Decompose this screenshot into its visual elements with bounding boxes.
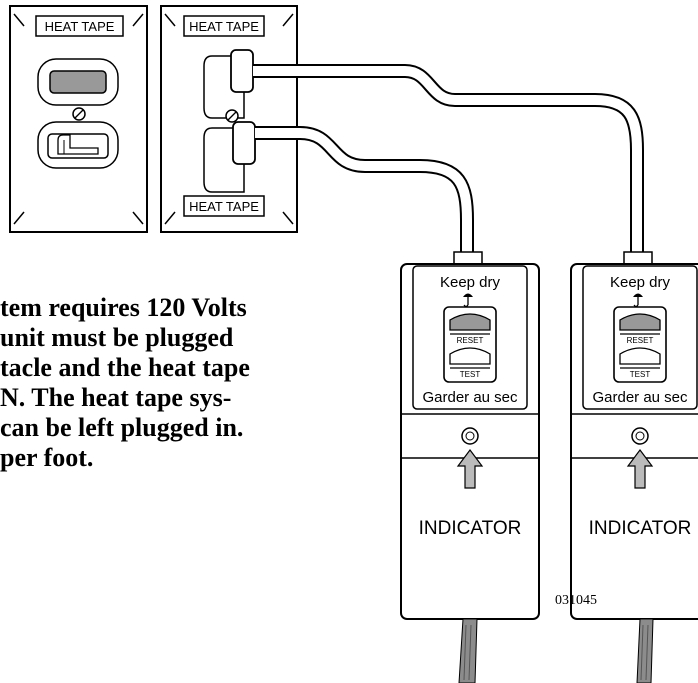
left-heat-tape-unit: Keep dry RESET TEST Garder au sec INDICA… — [400, 251, 540, 683]
instruction-text: tem requires 120 Volts unit must be plug… — [0, 293, 352, 473]
right-heat-tape-unit: Keep dry RESET TEST Garder au sec INDICA… — [570, 251, 698, 683]
lower-plug — [232, 121, 256, 165]
instruction-line: unit must be plugged — [0, 323, 234, 352]
instruction-line: N. The heat tape sys- — [0, 383, 232, 412]
keep-dry-label-left: Keep dry — [440, 274, 501, 291]
instruction-line: tem requires 120 Volts — [0, 293, 247, 322]
heat-tape-tag-right-bottom — [183, 195, 265, 217]
heat-tape-tag-right-top — [183, 15, 265, 37]
up-arrow-icon — [626, 449, 654, 489]
upper-plug — [230, 49, 254, 93]
power-cords — [253, 64, 644, 253]
heat-tape-label-right-bottom: HEAT TAPE — [189, 199, 259, 214]
reset-label-left: RESET — [457, 336, 484, 345]
indicator-label-right: INDICATOR — [589, 518, 692, 539]
instruction-line: tacle and the heat tape — [0, 353, 250, 382]
heat-tape-label-left: HEAT TAPE — [45, 19, 115, 34]
figure-number: 031045 — [555, 593, 597, 608]
heat-tape-cable-right — [636, 618, 654, 683]
right-wall-plate: HEAT TAPE HEAT TAPE — [160, 5, 298, 233]
reset-button-left — [449, 313, 491, 331]
indicator-label-left: INDICATOR — [419, 518, 522, 539]
heat-tape-cable-left — [458, 618, 478, 683]
test-label-left: TEST — [460, 370, 481, 379]
keep-dry-label-right: Keep dry — [610, 274, 671, 291]
reset-button-right — [619, 313, 661, 331]
heat-tape-tag-left — [35, 15, 124, 37]
indicator-light-icon — [631, 427, 649, 445]
test-button-left — [449, 347, 491, 365]
test-label-right: TEST — [630, 370, 651, 379]
indicator-light-icon — [461, 427, 479, 445]
left-wall-plate: HEAT TAPE — [9, 5, 148, 233]
instruction-line: can be left plugged in. — [0, 413, 244, 442]
test-button-right — [619, 347, 661, 365]
up-arrow-icon — [456, 449, 484, 489]
garder-label-left: Garder au sec — [422, 389, 518, 406]
instruction-line: per foot. — [0, 443, 94, 472]
heat-tape-label-right-top: HEAT TAPE — [189, 19, 259, 34]
garder-label-right: Garder au sec — [592, 389, 688, 406]
gray-switch-icon — [49, 70, 107, 94]
reset-label-right: RESET — [627, 336, 654, 345]
